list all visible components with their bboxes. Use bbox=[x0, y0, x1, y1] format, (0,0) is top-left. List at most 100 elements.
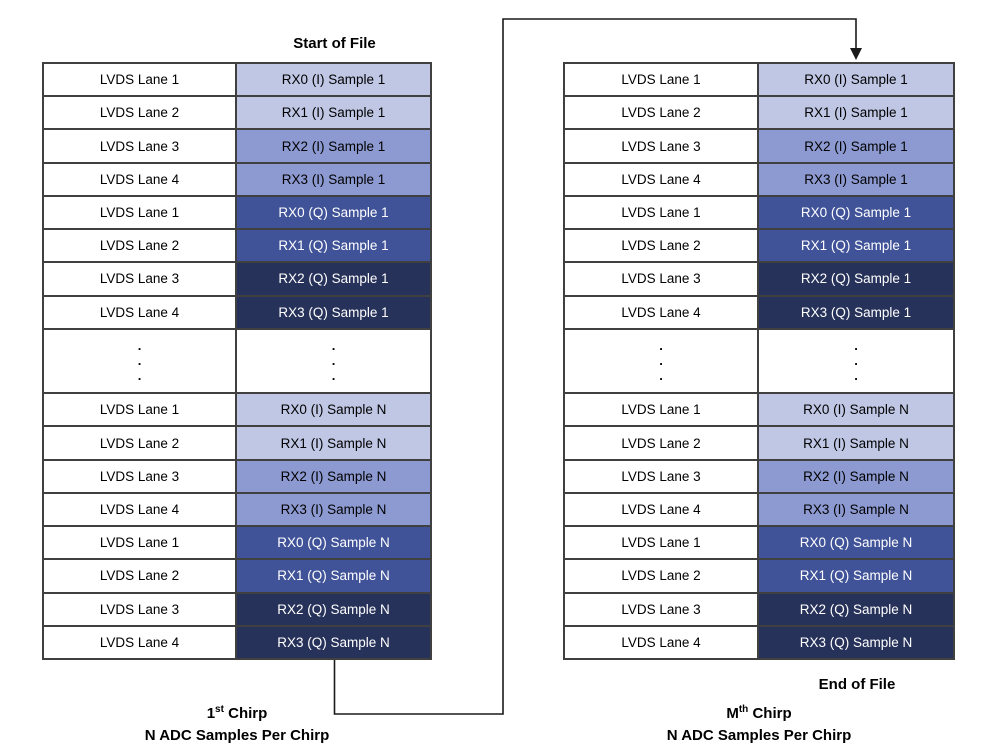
rx-sample-cell: RX0 (Q) Sample N bbox=[759, 527, 953, 559]
rx-sample-cell: RX3 (I) Sample N bbox=[237, 493, 430, 526]
ordinal-sup: st bbox=[215, 704, 224, 715]
lvds-lane-cell: LVDS Lane 3 bbox=[565, 460, 759, 492]
rx-sample-cell: RX2 (I) Sample N bbox=[237, 460, 430, 492]
rx-sample-cell: RX2 (Q) Sample 1 bbox=[759, 263, 953, 295]
ellipsis-sample-cell: ... bbox=[237, 330, 430, 392]
rx-sample-cell: RX3 (Q) Sample 1 bbox=[759, 296, 953, 328]
ellipsis-lane-cell: ... bbox=[44, 329, 237, 393]
lvds-lane-cell: LVDS Lane 4 bbox=[44, 296, 237, 328]
lvds-lane-cell: LVDS Lane 2 bbox=[44, 560, 237, 592]
lvds-lane-cell: LVDS Lane 4 bbox=[44, 493, 237, 526]
rx-sample-cell: RX3 (Q) Sample N bbox=[759, 626, 953, 658]
lvds-lane-cell: LVDS Lane 4 bbox=[565, 626, 759, 658]
ordinal-sup: th bbox=[738, 704, 749, 715]
ordinal-rest: Chirp bbox=[748, 705, 792, 722]
samples-per-chirp-line: N ADC Samples Per Chirp bbox=[666, 727, 852, 744]
lvds-lane-cell: LVDS Lane 2 bbox=[565, 230, 759, 262]
ellipsis-dot: . bbox=[854, 353, 858, 369]
lvds-lane-cell: LVDS Lane 1 bbox=[565, 527, 759, 559]
rx-sample-cell: RX1 (Q) Sample 1 bbox=[759, 230, 953, 262]
lvds-lane-cell: LVDS Lane 3 bbox=[565, 593, 759, 625]
rx-sample-cell: RX1 (Q) Sample N bbox=[237, 560, 430, 592]
ellipsis-dot: . bbox=[854, 338, 858, 354]
ellipsis-row: ...... bbox=[565, 329, 953, 395]
rx-sample-cell: RX0 (I) Sample 1 bbox=[237, 64, 430, 96]
ellipsis-dot: . bbox=[659, 338, 663, 354]
rx-sample-cell: RX2 (Q) Sample N bbox=[759, 593, 953, 625]
first-chirp-caption: 1st Chirp N ADC Samples Per Chirp bbox=[42, 699, 432, 747]
lvds-lane-cell: LVDS Lane 2 bbox=[565, 427, 759, 459]
lvds-lane-cell: LVDS Lane 1 bbox=[44, 196, 237, 229]
lvds-lane-cell: LVDS Lane 1 bbox=[565, 394, 759, 426]
lvds-lane-cell: LVDS Lane 3 bbox=[565, 130, 759, 162]
lvds-lane-cell: LVDS Lane 4 bbox=[44, 163, 237, 195]
rx-sample-cell: RX0 (Q) Sample N bbox=[237, 527, 430, 559]
chirp-ordinal-line: Mth Chirp bbox=[563, 699, 955, 725]
rx-sample-cell: RX2 (I) Sample 1 bbox=[237, 130, 430, 162]
ellipsis-dot: . bbox=[659, 353, 663, 369]
ordinal-rest: Chirp bbox=[223, 705, 268, 722]
rx-sample-cell: RX3 (I) Sample N bbox=[759, 493, 953, 526]
rx-sample-cell: RX3 (I) Sample 1 bbox=[759, 163, 953, 195]
lvds-lane-cell: LVDS Lane 1 bbox=[44, 64, 237, 96]
rx-sample-cell: RX1 (Q) Sample 1 bbox=[237, 230, 430, 262]
rx-sample-cell: RX0 (I) Sample 1 bbox=[759, 64, 953, 96]
rx-sample-cell: RX0 (Q) Sample 1 bbox=[237, 196, 430, 229]
ellipsis-dot: . bbox=[137, 353, 142, 369]
lvds-lane-cell: LVDS Lane 3 bbox=[44, 460, 237, 492]
rx-sample-cell: RX3 (I) Sample 1 bbox=[237, 163, 430, 195]
ellipsis-lane-cell: ... bbox=[565, 329, 759, 393]
lvds-lane-cell: LVDS Lane 1 bbox=[44, 527, 237, 559]
rx-sample-cell: RX1 (I) Sample 1 bbox=[759, 97, 953, 129]
rx-sample-cell: RX2 (I) Sample 1 bbox=[759, 130, 953, 162]
ellipsis-dot: . bbox=[137, 338, 142, 354]
ellipsis-dot: . bbox=[331, 368, 336, 384]
ellipsis-row: ...... bbox=[44, 329, 430, 395]
lvds-lane-cell: LVDS Lane 1 bbox=[565, 196, 759, 229]
rx-sample-cell: RX1 (Q) Sample N bbox=[759, 560, 953, 592]
lvds-lane-cell: LVDS Lane 3 bbox=[44, 593, 237, 625]
rx-sample-cell: RX3 (Q) Sample 1 bbox=[237, 296, 430, 328]
ellipsis-dot: . bbox=[331, 338, 336, 354]
rx-sample-cell: RX2 (Q) Sample N bbox=[237, 593, 430, 625]
lvds-lane-cell: LVDS Lane 2 bbox=[44, 427, 237, 459]
lvds-lane-cell: LVDS Lane 3 bbox=[44, 263, 237, 295]
lvds-lane-cell: LVDS Lane 2 bbox=[565, 97, 759, 129]
lvds-lane-cell: LVDS Lane 2 bbox=[565, 560, 759, 592]
ordinal-base: 1 bbox=[206, 705, 216, 722]
lvds-lane-cell: LVDS Lane 2 bbox=[44, 230, 237, 262]
arrowhead-icon bbox=[850, 48, 862, 60]
rx-sample-cell: RX1 (I) Sample 1 bbox=[237, 97, 430, 129]
lvds-lane-cell: LVDS Lane 1 bbox=[44, 394, 237, 426]
rx-sample-cell: RX0 (I) Sample N bbox=[237, 394, 430, 426]
ellipsis-dot: . bbox=[854, 368, 858, 384]
lvds-lane-cell: LVDS Lane 4 bbox=[565, 493, 759, 526]
rx-sample-cell: RX0 (I) Sample N bbox=[759, 394, 953, 426]
